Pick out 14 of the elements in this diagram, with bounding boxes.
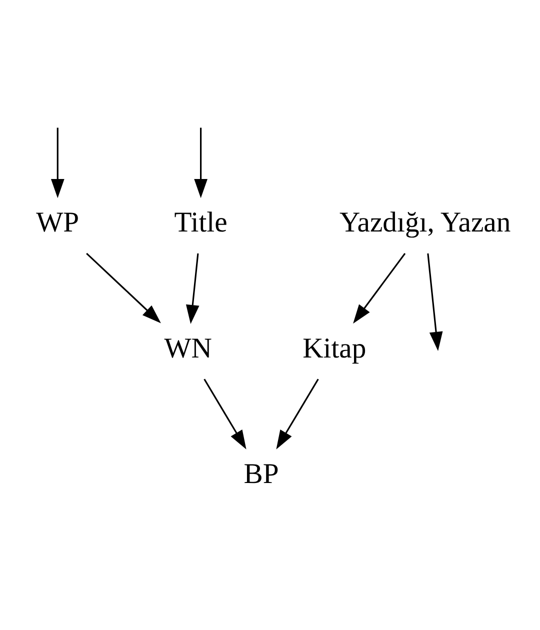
- node-text: WN: [164, 332, 212, 364]
- arrow: [86, 252, 161, 324]
- node-text: Yazdığı, Yazan: [339, 206, 511, 239]
- arrow: [204, 378, 246, 450]
- arrow: [353, 252, 406, 324]
- arrow: [194, 128, 208, 198]
- arrow: [50, 128, 64, 198]
- arrow: [276, 378, 319, 450]
- node-text: Title: [174, 206, 228, 239]
- node-text: Kitap: [302, 332, 366, 364]
- arrow: [186, 253, 200, 324]
- arrow: [427, 253, 443, 351]
- node-text: WP: [36, 206, 80, 239]
- node-text: BP: [244, 458, 279, 490]
